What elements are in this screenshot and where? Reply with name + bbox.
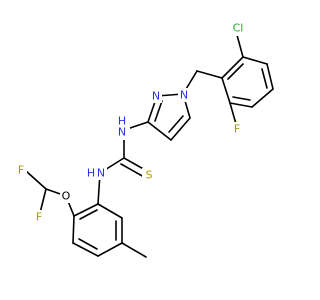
bond-c-f-aryl: [229, 102, 237, 125]
bond-pyr-3: [147, 121, 172, 141]
atom-n-pyrazole-1: N: [178, 88, 190, 102]
atom-nh-lower: H N: [85, 165, 107, 180]
bond-ring-low-5: [72, 215, 75, 244]
bond-ring-top-6: [221, 56, 244, 79]
bond-c-f-lower: [39, 188, 47, 214]
bond-ring-low-3: [97, 242, 123, 257]
bond-c-cl: [236, 34, 244, 58]
atom-label-h-lower: H: [87, 167, 95, 180]
atom-f-lower: F: [33, 210, 45, 224]
atom-label-o: O: [62, 190, 71, 203]
atom-label-f-aryl: F: [234, 123, 240, 136]
atom-label-h-upper: H: [118, 115, 126, 128]
bond-ring-top-2: [266, 63, 274, 90]
bond-ring-top-4: [229, 102, 253, 108]
atom-label-f-left: F: [18, 164, 24, 177]
bond-ring-low-1: [97, 203, 123, 219]
atom-label-n-pyrazole-2: N: [152, 90, 160, 103]
atom-s: S: [142, 168, 156, 182]
bond-ring-low-4: [72, 242, 99, 257]
bonds: [25, 34, 274, 258]
bond-ring-top-5: [221, 77, 231, 104]
atom-label-n-lower: N: [97, 167, 105, 180]
atom-f-left: F: [15, 163, 27, 177]
bond-ring-low-6b: [79, 209, 98, 220]
bond-methyl: [121, 242, 147, 258]
atom-nh-upper: H N: [115, 115, 130, 140]
bond-c-f-left: [25, 170, 47, 190]
bond-c-ch2: [196, 70, 223, 79]
bond-ring-top-1: [242, 56, 268, 65]
atom-o: O: [60, 189, 73, 203]
bond-ring-top-2b: [261, 68, 268, 89]
atom-label-s: S: [146, 169, 153, 182]
atom-label-f-lower: F: [36, 211, 42, 224]
bond-c-s-2: [120, 163, 145, 178]
molecule-structure: Cl F N N H N S H N: [15, 21, 274, 258]
bond-ring-top-6b: [227, 63, 244, 80]
bond-ring-top-3: [251, 88, 274, 108]
atom-cl: Cl: [228, 21, 248, 36]
bond-pyr-4b: [168, 115, 184, 133]
bond-pyr-4: [170, 117, 191, 141]
bond-ring-low-6: [73, 203, 99, 217]
atom-label-n-upper: N: [118, 126, 126, 139]
atom-label-n-pyrazole-1: N: [180, 89, 188, 102]
atom-label-cl: Cl: [233, 22, 244, 35]
bond-ring-low-4b: [78, 238, 98, 250]
bond-pyr-2b: [154, 100, 163, 122]
atom-n-pyrazole-2: N: [150, 89, 162, 103]
atom-labels: Cl F N N H N S H N: [15, 21, 248, 224]
atom-f-aryl: F: [231, 122, 243, 137]
bond-ring-top-4b: [232, 96, 251, 101]
